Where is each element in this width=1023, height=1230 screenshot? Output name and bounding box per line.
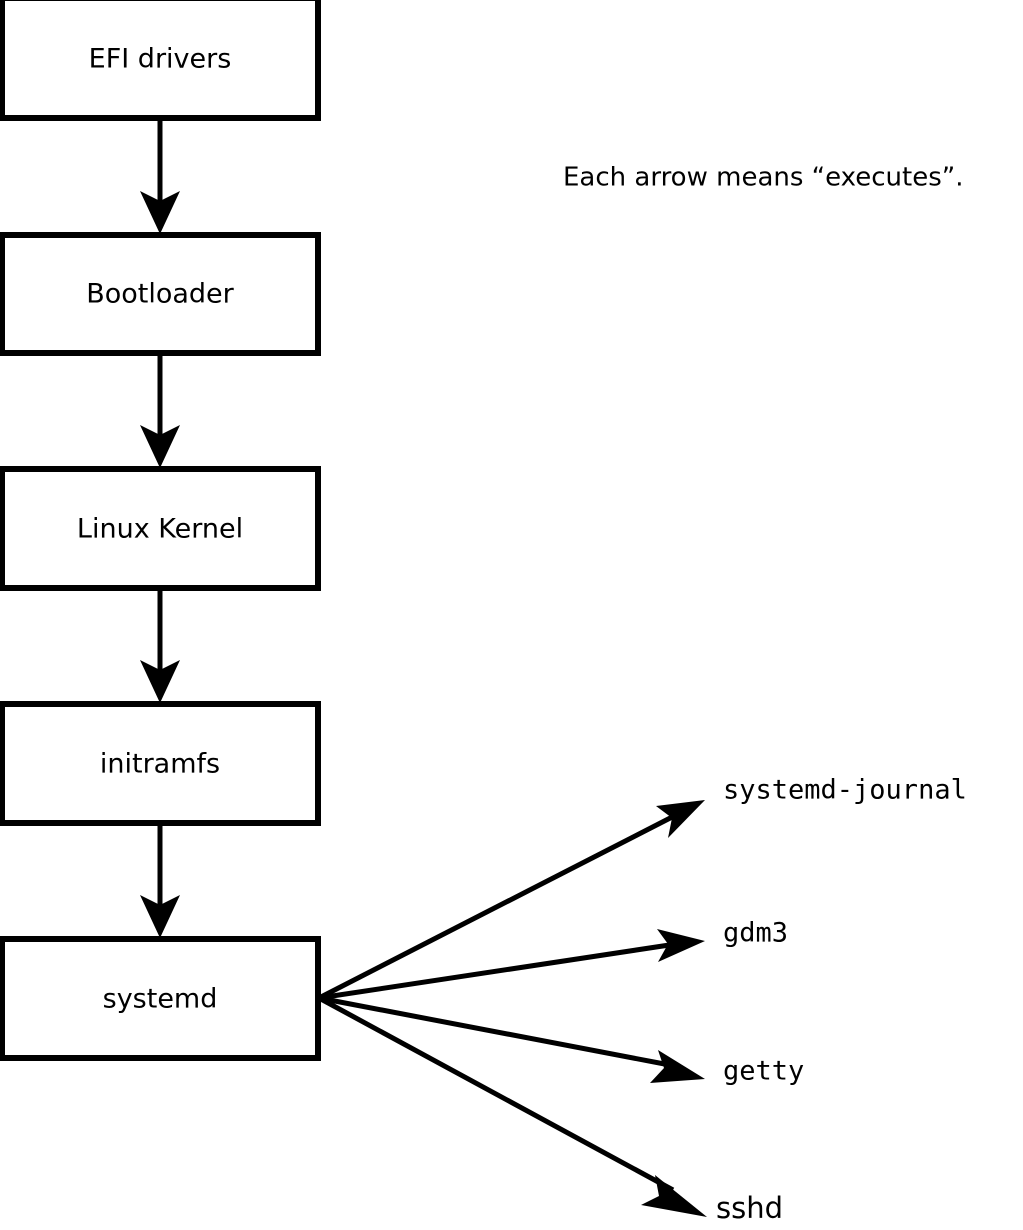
arrow-systemd-to-systemd-journal bbox=[317, 800, 705, 1001]
arrow-shaft bbox=[318, 941, 677, 1001]
arrow-head-down bbox=[140, 660, 180, 703]
arrow-shaft bbox=[317, 811, 680, 1001]
arrow-head bbox=[656, 800, 705, 838]
node-efi-drivers[interactable]: EFI drivers bbox=[0, 0, 321, 121]
leaf-label-systemd-journal: systemd-journal bbox=[723, 775, 967, 806]
node-box-outline bbox=[0, 701, 321, 826]
node-linux-kernel[interactable]: Linux Kernel bbox=[0, 466, 321, 591]
arrow-head bbox=[650, 1050, 705, 1083]
node-label: EFI drivers bbox=[89, 44, 232, 75]
arrow-bootloader-to-linux-kernel bbox=[140, 353, 180, 468]
node-label: initramfs bbox=[100, 749, 220, 780]
arrow-systemd-to-sshd bbox=[317, 995, 707, 1217]
node-box-outline bbox=[0, 0, 321, 121]
arrow-head bbox=[657, 929, 705, 962]
leaf-label-sshd: sshd bbox=[716, 1191, 783, 1225]
arrow-head bbox=[641, 1175, 707, 1217]
arrow-linux-kernel-to-initramfs bbox=[140, 588, 180, 703]
node-systemd[interactable]: systemd bbox=[0, 936, 321, 1061]
leaf-label-getty: getty bbox=[723, 1056, 804, 1087]
leaf-label-gdm3: gdm3 bbox=[723, 918, 788, 949]
node-label: Linux Kernel bbox=[77, 514, 243, 545]
arrow-shaft bbox=[318, 995, 676, 1069]
node-label: Bootloader bbox=[86, 279, 234, 310]
arrow-head-down bbox=[140, 425, 180, 468]
arrow-head-down bbox=[140, 191, 180, 234]
arrow-shaft bbox=[317, 995, 675, 1193]
arrow-efi-drivers-to-bootloader bbox=[140, 118, 180, 234]
annotation-note: Each arrow means “executes”. bbox=[563, 163, 964, 193]
arrow-systemd-to-getty bbox=[318, 995, 705, 1083]
node-box-outline bbox=[0, 936, 321, 1061]
arrow-head-down bbox=[140, 895, 180, 938]
node-initramfs[interactable]: initramfs bbox=[0, 701, 321, 826]
arrow-initramfs-to-systemd bbox=[140, 823, 180, 938]
node-box-outline bbox=[0, 232, 321, 356]
arrow-systemd-to-gdm3 bbox=[318, 929, 705, 1001]
node-bootloader[interactable]: Bootloader bbox=[0, 232, 321, 356]
node-label: systemd bbox=[103, 984, 218, 1015]
